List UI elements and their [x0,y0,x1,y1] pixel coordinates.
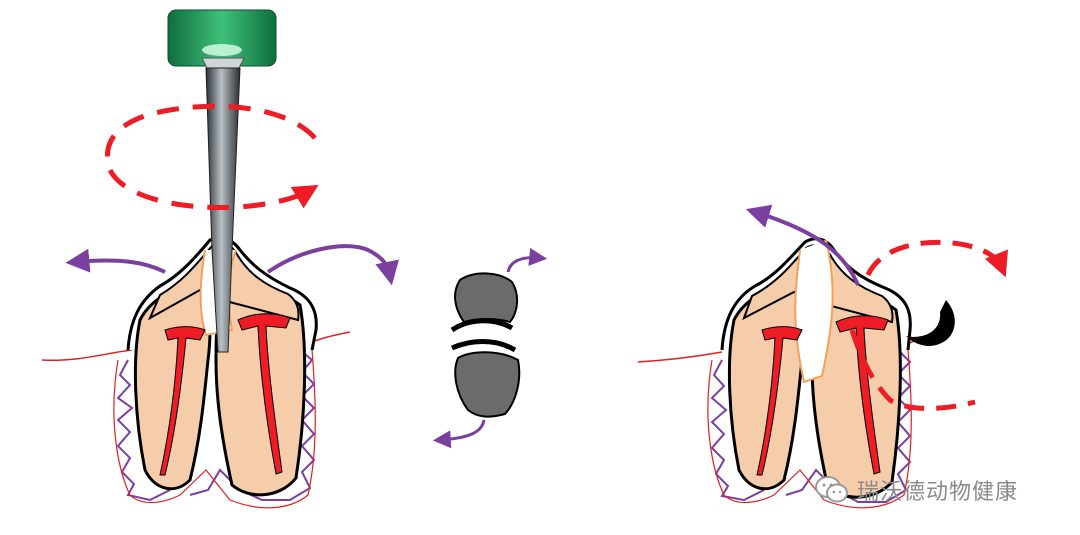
fragment-lower-edge [450,339,517,353]
handpiece-light [202,44,242,56]
right-rotation-arrow-bottom [849,329,976,411]
left-tooth-root-mesial [133,276,212,491]
fragment-upper-edge [450,318,514,333]
right-tooth-group [637,204,1009,509]
right-ligament-left [710,359,765,502]
right-section-cut [794,239,834,384]
left-gum-outline [113,349,316,509]
right-rotation-arrow-top [865,239,1009,278]
fragment-arrow-down [432,419,486,449]
right-pulp-mesial [756,326,803,476]
right-gum-outline [707,349,912,509]
right-pulp-distal [835,315,889,475]
left-arrow-distal [266,244,399,286]
left-tooth-root-distal [214,280,307,497]
dental-bur [205,67,241,353]
fragment-upper [454,272,518,324]
left-pulp-mesial [159,326,206,476]
fragment-lower [454,351,521,418]
left-pulp-distal [237,313,291,475]
left-rotation-arrow [105,103,319,210]
watermark: 瑞沃德动物健康 [815,470,1075,510]
left-arrow-mesial [65,248,166,274]
fragment-arrow-up [506,247,548,273]
right-arrow-mesial [745,204,860,286]
watermark-text: 瑞沃德动物健康 [857,480,1019,505]
right-tooth-root-mesial [727,276,806,491]
wechat-icon [815,476,848,503]
middle-fragments-group [432,247,548,449]
left-tooth-group [41,9,399,509]
elevator-tip [906,300,955,346]
